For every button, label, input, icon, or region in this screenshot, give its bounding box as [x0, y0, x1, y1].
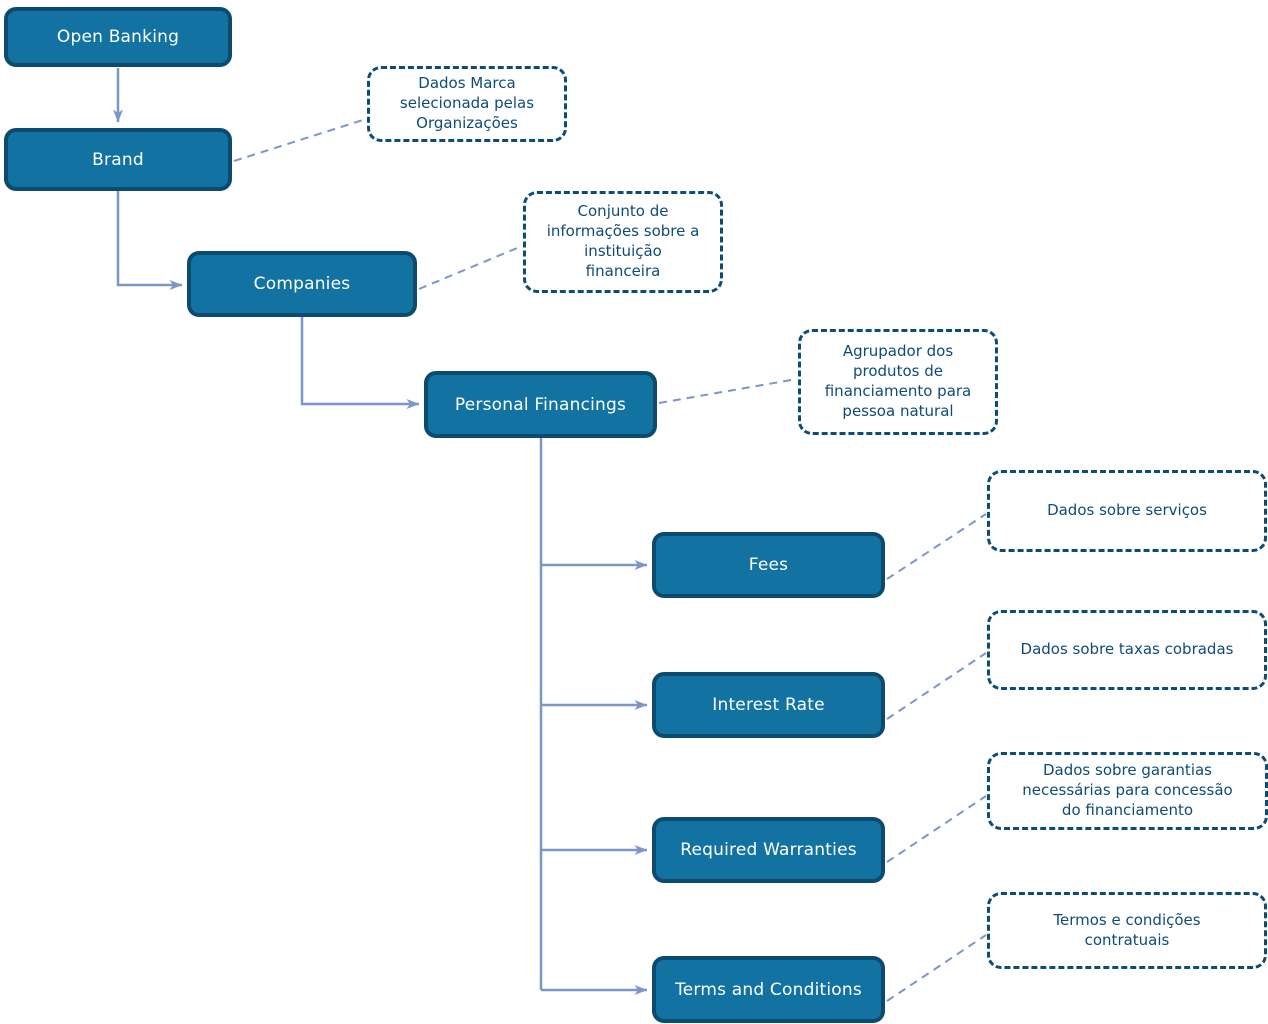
link-brand-note [233, 118, 367, 162]
node-required-warranties: Required Warranties [652, 817, 885, 883]
node-terms-and-conditions: Terms and Conditions [652, 956, 885, 1023]
link-personalfinancings-note [658, 378, 798, 404]
annotation-fees: Dados sobre serviços [987, 470, 1267, 552]
link-terms-note [886, 934, 987, 1002]
link-fees-note [886, 513, 987, 580]
annotation-companies: Conjunto de informações sobre a institui… [523, 191, 723, 293]
link-interestrate-note [886, 652, 987, 720]
tree-edges [113, 68, 648, 995]
annotation-links [233, 118, 987, 1002]
link-companies-note [418, 245, 523, 290]
node-fees: Fees [652, 532, 885, 598]
node-personal-financings: Personal Financings [424, 371, 657, 438]
edge-companies-personalfinancings [300, 317, 420, 409]
node-companies: Companies [187, 251, 417, 317]
link-requiredwarranties-note [886, 795, 987, 863]
node-interest-rate: Interest Rate [652, 672, 885, 738]
annotation-interest-rate: Dados sobre taxas cobradas [987, 610, 1267, 690]
node-brand: Brand [4, 128, 232, 191]
annotation-personal-financings: Agrupador dos produtos de financiamento … [798, 329, 998, 435]
node-open-banking: Open Banking [4, 7, 232, 67]
annotation-brand: Dados Marca selecionada pelas Organizaçõ… [367, 66, 567, 142]
edge-brand-companies [116, 191, 183, 290]
annotation-required-warranties: Dados sobre garantias necessárias para c… [987, 752, 1268, 830]
annotation-terms-and-conditions: Termos e condições contratuais [987, 892, 1267, 969]
